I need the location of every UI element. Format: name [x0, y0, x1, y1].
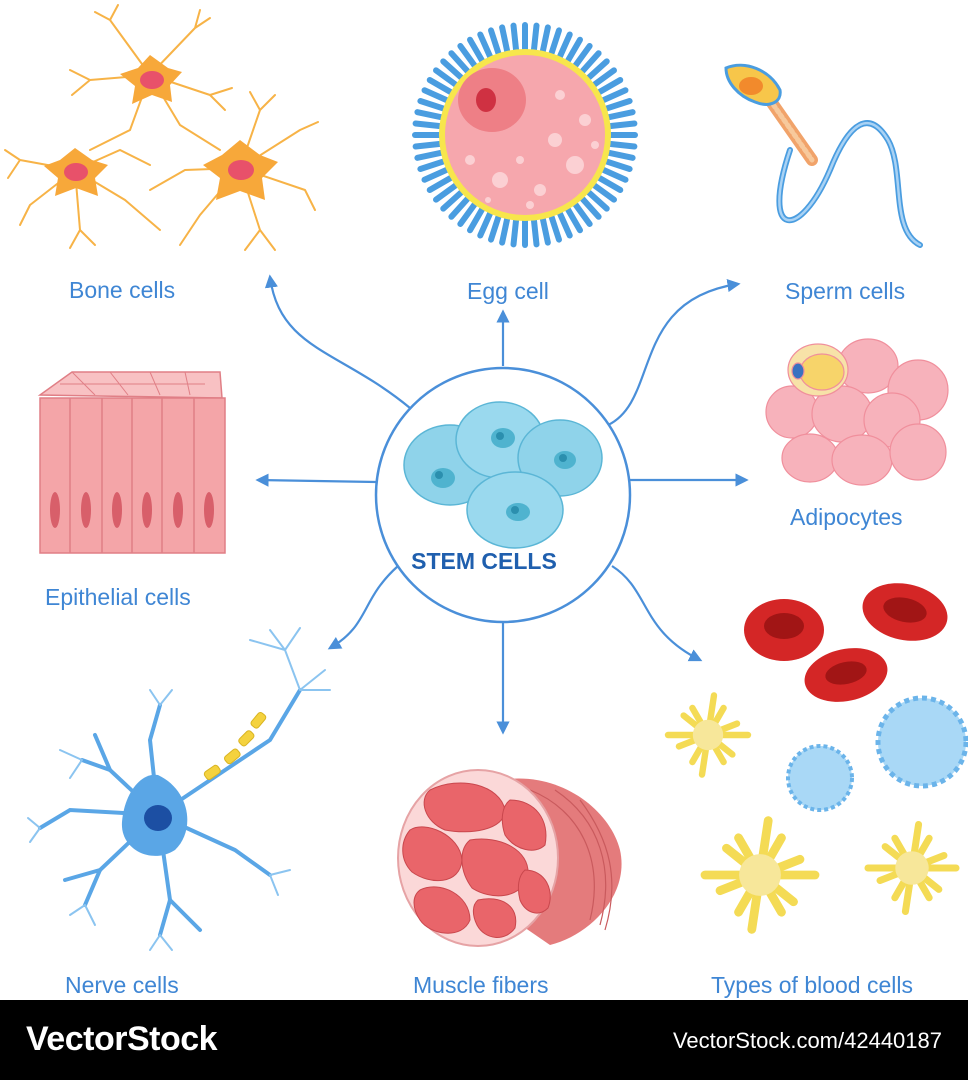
egg-cell-illustration — [412, 22, 638, 248]
egg-corona-spike — [564, 204, 583, 234]
egg-corona-spike — [571, 199, 593, 227]
platelet — [864, 820, 960, 916]
egg-corona-spike — [414, 109, 446, 121]
label-nerve-cells: Nerve cells — [65, 972, 179, 998]
egg-corona-spike — [448, 194, 472, 220]
center-title: STEM CELLS — [411, 548, 557, 574]
egg-corona-spike — [488, 27, 503, 59]
egg-corona-spike — [510, 215, 520, 248]
egg-corona-spike — [412, 140, 445, 150]
label-egg-cell: Egg cell — [467, 278, 549, 304]
egg-corona-spike — [556, 31, 573, 62]
egg-corona-spike — [467, 36, 486, 66]
label-epithelial-cells: Epithelial cells — [45, 584, 191, 610]
platelet — [700, 816, 820, 934]
label-bone-cells: Bone cells — [69, 277, 176, 303]
egg-corona-spike — [499, 24, 511, 56]
egg-corona-spike — [510, 22, 520, 55]
red-blood-cells — [744, 583, 948, 702]
egg-corona-spike — [499, 214, 511, 246]
egg-corona-spike — [556, 208, 573, 239]
bone-cells-illustration — [4, 4, 319, 251]
egg-corona-spike — [457, 43, 479, 71]
egg-corona-spike — [488, 211, 503, 243]
footer-image-id: VectorStock.com/42440187 — [672, 1028, 942, 1053]
egg-corona-spike — [426, 174, 456, 193]
label-muscle-fibers: Muscle fibers — [413, 972, 549, 998]
egg-corona-spike — [539, 214, 551, 246]
white-blood-cells — [786, 695, 968, 812]
egg-corona-spike — [530, 215, 540, 248]
egg-corona-spike — [417, 98, 449, 113]
stem-cell-cluster — [403, 401, 603, 549]
footer-brand: VectorStock — [26, 1020, 218, 1058]
egg-corona-spike — [578, 194, 602, 220]
arrow-to-nerve — [327, 565, 399, 650]
label-blood-cells: Types of blood cells — [711, 972, 914, 998]
egg-corona-spike — [433, 67, 461, 89]
egg-corona-spike — [601, 98, 633, 113]
arrow-to-sperm — [607, 279, 741, 426]
egg-corona-spike — [440, 188, 466, 212]
label-adipocytes: Adipocytes — [790, 504, 903, 530]
differentiation-arrows — [255, 274, 749, 735]
egg-corona-spike — [589, 181, 617, 203]
egg-corona-spike — [539, 24, 551, 56]
epithelial-cells-illustration — [37, 371, 226, 554]
egg-corona-spike — [433, 181, 461, 203]
egg-corona-spike — [594, 77, 624, 96]
egg-corona-spike — [417, 157, 449, 172]
egg-corona-spike — [547, 211, 562, 243]
egg-corona-spike — [584, 58, 610, 82]
egg-corona-spike — [571, 43, 593, 71]
egg-corona-spike — [564, 36, 583, 66]
egg-corona-spike — [589, 67, 617, 89]
arrow-to-blood — [611, 565, 703, 662]
egg-corona-spike — [467, 204, 486, 234]
adipocytes-illustration — [765, 338, 949, 486]
egg-corona-spike — [578, 50, 602, 76]
stem-cells-center — [374, 366, 632, 624]
nerve-cell-illustration — [27, 627, 331, 951]
muscle-fibers-illustration — [397, 769, 622, 947]
platelet — [664, 692, 752, 778]
egg-corona-spike — [477, 31, 494, 62]
egg-corona-spike — [457, 199, 479, 227]
diagram-canvas — [4, 4, 968, 951]
egg-corona-spike — [605, 120, 638, 130]
egg-corona-spike — [448, 50, 472, 76]
egg-corona-spike — [604, 149, 636, 161]
egg-corona-spike — [421, 166, 452, 183]
egg-corona-spike — [594, 174, 624, 193]
egg-corona-spike — [426, 77, 456, 96]
arrow-to-epithelial — [255, 473, 377, 487]
watermark-footer: VectorStock VectorStock.com/42440187 — [0, 1000, 968, 1080]
egg-corona-spike — [601, 157, 633, 172]
egg-corona-spike — [414, 149, 446, 161]
egg-corona-spike — [584, 188, 610, 212]
egg-corona-spike — [421, 87, 452, 104]
egg-corona-spike — [605, 140, 638, 150]
label-sperm-cells: Sperm cells — [785, 278, 906, 304]
egg-corona-spike — [440, 58, 466, 82]
egg-corona-spike — [598, 166, 629, 183]
platelets — [664, 692, 960, 934]
sperm-cell-illustration — [724, 63, 923, 248]
egg-corona-spike — [547, 27, 562, 59]
egg-corona-spike — [412, 120, 445, 130]
egg-corona-spike — [604, 109, 636, 121]
egg-corona-spike — [477, 208, 494, 239]
egg-corona-spike — [598, 87, 629, 104]
arrow-to-bone — [264, 274, 411, 409]
egg-corona-spike — [530, 22, 540, 55]
blood-cells-illustration — [664, 583, 968, 934]
